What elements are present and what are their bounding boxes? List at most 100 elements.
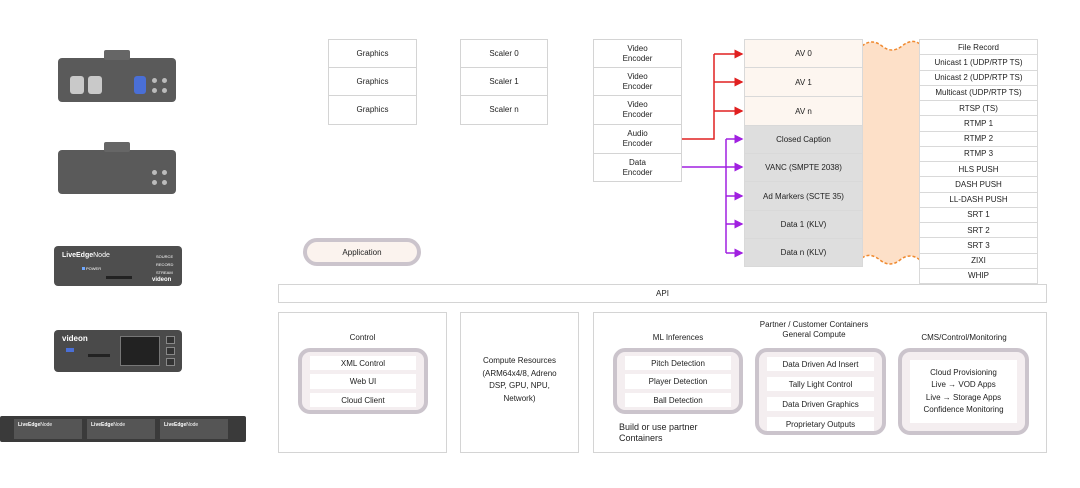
card-slot-icon bbox=[106, 276, 132, 279]
output-rtsp: RTSP (TS) bbox=[919, 101, 1038, 117]
output-zixi: ZIXI bbox=[919, 253, 1038, 269]
web-ui-item: Web UI bbox=[310, 374, 416, 389]
videon-logo: videon bbox=[152, 277, 172, 283]
data-graphics-item: Data Driven Graphics bbox=[767, 397, 874, 411]
liveedge-node-device: LiveEdgeNode POWER SOURCE RECORD STREAM … bbox=[54, 246, 182, 286]
rack-unit: LiveEdgeNode bbox=[14, 419, 82, 439]
device-handle bbox=[104, 142, 130, 152]
output-file-record: File Record bbox=[919, 40, 1038, 56]
status-source: SOURCE bbox=[156, 254, 174, 259]
compute-panel: Compute Resources (ARM64x4/8, Adreno DSP… bbox=[460, 312, 579, 453]
bnc-connector-icon bbox=[152, 88, 157, 93]
bnc-connector-icon bbox=[162, 180, 167, 185]
rack-unit: LiveEdgeNode bbox=[160, 419, 228, 439]
api-bar: API bbox=[278, 284, 1047, 303]
player-detection-item: Player Detection bbox=[625, 374, 731, 389]
control-panel: Control XML Control Web UI Cloud Client bbox=[278, 312, 447, 453]
output-whip: WHIP bbox=[919, 268, 1038, 284]
ml-title: ML Inferences bbox=[652, 333, 704, 342]
output-dash-push: DASH PUSH bbox=[919, 177, 1038, 193]
build-note: Build or use partner Containers bbox=[619, 422, 698, 443]
output-rtmp-2: RTMP 2 bbox=[919, 131, 1038, 147]
output-srt-1: SRT 1 bbox=[919, 207, 1038, 223]
data-stream-scte35: Ad Markers (SCTE 35) bbox=[744, 181, 863, 211]
partner-panel: Partner / Customer Containers General Co… bbox=[593, 312, 1047, 453]
status-stream: STREAM bbox=[156, 270, 173, 275]
cms-group: Cloud Provisioning Live → VOD Apps Live … bbox=[898, 348, 1029, 435]
control-group: XML Control Web UI Cloud Client bbox=[298, 348, 428, 414]
rack-unit: LiveEdgeNode bbox=[87, 419, 155, 439]
data-stream-klv-n: Data n (KLV) bbox=[744, 238, 863, 267]
output-rtmp-1: RTMP 1 bbox=[919, 116, 1038, 132]
application-label: Application bbox=[342, 247, 382, 257]
application-pill: Application bbox=[303, 238, 421, 266]
ball-detection-item: Ball Detection bbox=[625, 393, 731, 407]
stream-mapping-region bbox=[862, 41, 920, 264]
output-ll-dash-push: LL-DASH PUSH bbox=[919, 192, 1038, 208]
scaler-box-n: Scaler n bbox=[460, 95, 548, 125]
data-encoder: Data Encoder bbox=[593, 153, 682, 182]
encoder-device-top-1 bbox=[58, 50, 176, 102]
lcd-screen-icon bbox=[120, 336, 160, 366]
encoder-device-top-2 bbox=[58, 142, 176, 194]
nav-button-icon bbox=[166, 347, 175, 355]
stream-mapping-edge-top bbox=[861, 40, 921, 51]
bnc-connector-icon bbox=[152, 180, 157, 185]
rack-mount-device: LiveEdgeNode LiveEdgeNode LiveEdgeNode bbox=[0, 416, 246, 442]
outputs-list: File Record Unicast 1 (UDP/RTP TS) Unica… bbox=[919, 39, 1038, 284]
status-record: RECORD bbox=[156, 262, 174, 267]
partner-containers-group: Data Driven Ad Insert Tally Light Contro… bbox=[755, 348, 886, 435]
graphics-column: Graphics Graphics Graphics bbox=[328, 39, 417, 125]
xlr-connector-icon bbox=[70, 76, 84, 94]
output-hls-push: HLS PUSH bbox=[919, 162, 1038, 178]
proprietary-outputs-item: Proprietary Outputs bbox=[767, 417, 874, 431]
connector-icon bbox=[134, 76, 146, 94]
device-brand: LiveEdgeNode bbox=[91, 422, 126, 428]
device-column: LiveEdgeNode POWER SOURCE RECORD STREAM … bbox=[0, 40, 250, 450]
data-stream-vanc: VANC (SMPTE 2038) bbox=[744, 153, 863, 182]
output-unicast-1: Unicast 1 (UDP/RTP TS) bbox=[919, 55, 1038, 71]
ad-insert-item: Data Driven Ad Insert bbox=[767, 357, 874, 371]
scaler-column: Scaler 0 Scaler 1 Scaler n bbox=[460, 39, 548, 125]
output-rtmp-3: RTMP 3 bbox=[919, 146, 1038, 162]
data-stream-closed-caption: Closed Caption bbox=[744, 125, 863, 154]
cloud-client-item: Cloud Client bbox=[310, 393, 416, 407]
cms-title: CMS/Control/Monitoring bbox=[921, 333, 1007, 342]
bnc-connector-icon bbox=[152, 78, 157, 83]
api-label: API bbox=[656, 289, 669, 298]
graphics-box-0: Graphics bbox=[328, 39, 417, 68]
power-led-icon bbox=[82, 267, 85, 270]
data-path bbox=[682, 134, 744, 258]
tally-light-item: Tally Light Control bbox=[767, 377, 874, 391]
pitch-detection-item: Pitch Detection bbox=[625, 356, 731, 370]
av-stream-1: AV 1 bbox=[744, 67, 863, 97]
av-stream-0: AV 0 bbox=[744, 39, 863, 68]
output-multicast: Multicast (UDP/RTP TS) bbox=[919, 85, 1038, 101]
output-unicast-2: Unicast 2 (UDP/RTP TS) bbox=[919, 70, 1038, 86]
partner-header: Partner / Customer Containers General Co… bbox=[759, 320, 869, 339]
bnc-connector-icon bbox=[152, 170, 157, 175]
bnc-connector-icon bbox=[162, 88, 167, 93]
stream-mapping-edge-bottom bbox=[861, 254, 921, 265]
device-brand: LiveEdgeNode bbox=[18, 422, 53, 428]
bnc-connector-icon bbox=[162, 78, 167, 83]
control-title: Control bbox=[349, 333, 376, 342]
videon-edgecaster-device: videon bbox=[54, 330, 182, 372]
bnc-connector-icon bbox=[162, 170, 167, 175]
device-handle bbox=[104, 50, 130, 60]
graphics-box-n: Graphics bbox=[328, 95, 417, 125]
videon-logo: videon bbox=[62, 334, 88, 343]
card-slot-icon bbox=[88, 354, 110, 357]
output-srt-2: SRT 2 bbox=[919, 223, 1038, 239]
device-brand: LiveEdgeNode bbox=[62, 252, 110, 259]
audio-encoder: Audio Encoder bbox=[593, 124, 682, 154]
output-srt-3: SRT 3 bbox=[919, 238, 1038, 254]
cms-list: Cloud Provisioning Live → VOD Apps Live … bbox=[910, 360, 1017, 423]
xlr-connector-icon bbox=[88, 76, 102, 94]
usb-port-icon bbox=[66, 348, 74, 352]
audio-path bbox=[682, 49, 744, 140]
data-stream-klv-1: Data 1 (KLV) bbox=[744, 210, 863, 239]
ml-group: Pitch Detection Player Detection Ball De… bbox=[613, 348, 743, 414]
device-brand: LiveEdgeNode bbox=[164, 422, 199, 428]
